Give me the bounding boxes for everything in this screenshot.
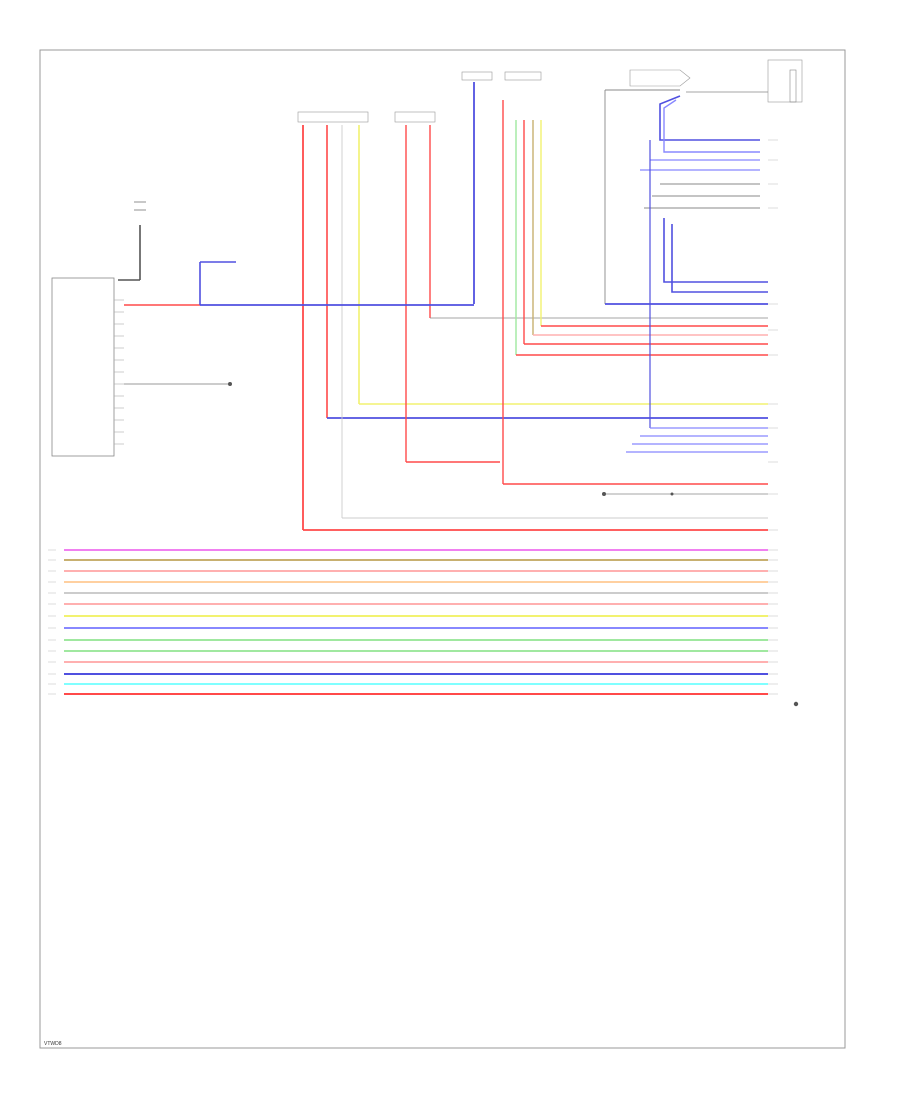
module-output-wires (124, 261, 236, 386)
diagram-frame (39, 49, 846, 1049)
bus-wire-group (48, 549, 778, 695)
ground-lead (118, 201, 146, 281)
footer-code: VTWD8 (44, 1041, 62, 1047)
ground-symbol (793, 701, 799, 707)
right-harness (604, 69, 797, 453)
control-module-pins (114, 299, 124, 445)
right-connector-pins (768, 139, 778, 531)
top-vertical-wires (200, 82, 768, 531)
control-module-box (51, 277, 115, 457)
sensor-dot (228, 382, 232, 386)
lower-sensor (602, 492, 768, 496)
top-connector-1 (297, 59, 803, 123)
control-module (51, 277, 124, 457)
